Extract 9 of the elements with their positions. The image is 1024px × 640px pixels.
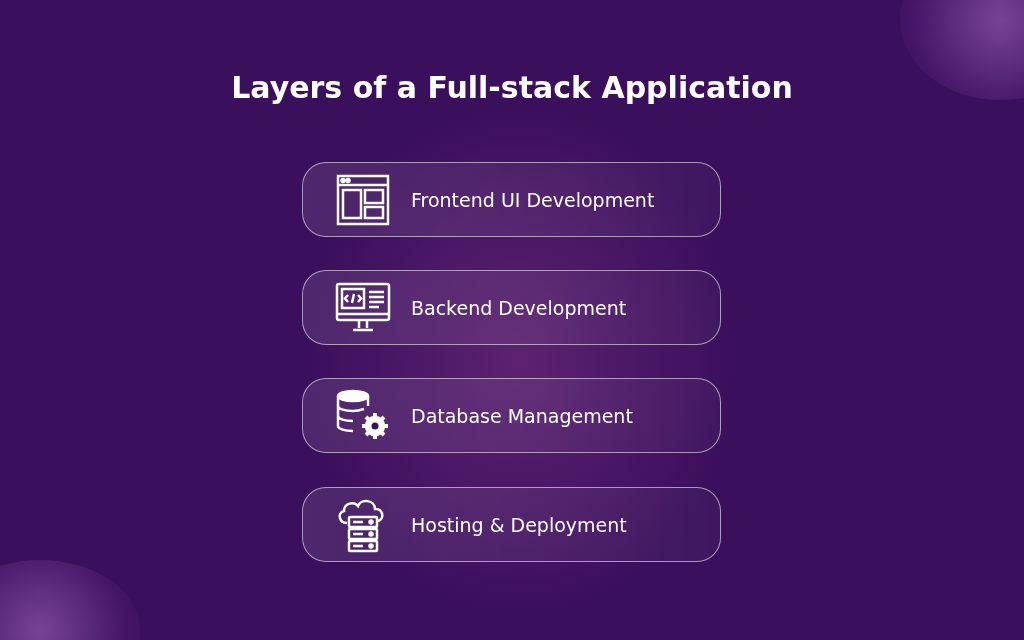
diagram-title: Layers of a Full-stack Application bbox=[230, 70, 794, 105]
layer-label: Database Management bbox=[411, 404, 633, 427]
layer-card bbox=[302, 270, 721, 345]
layer-label: Frontend UI Development bbox=[411, 188, 655, 211]
layer-card bbox=[302, 162, 721, 237]
layer-card bbox=[302, 487, 721, 562]
layer-label: Hosting & Deployment bbox=[411, 513, 627, 536]
layer-label: Backend Development bbox=[411, 296, 627, 319]
layer-card bbox=[302, 378, 721, 453]
